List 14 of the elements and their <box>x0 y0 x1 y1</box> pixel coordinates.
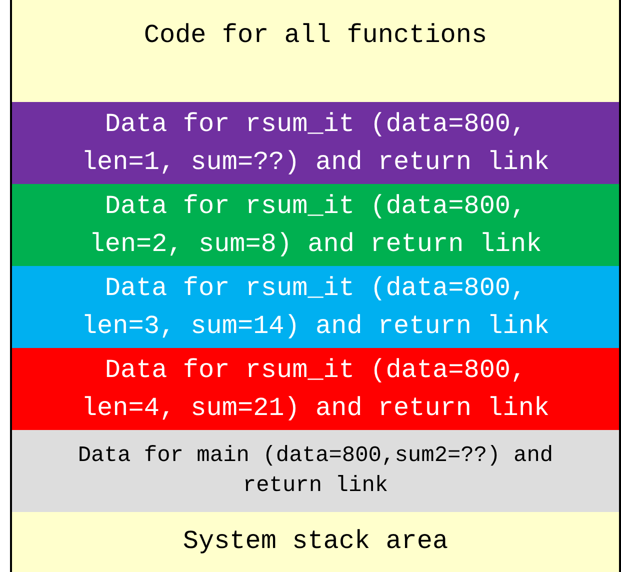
frame-label: Data for rsum_it (data=800, len=4, sum=21) and return link <box>80 354 551 425</box>
frame-label: Data for main (data=800,sum2=??) and return link <box>76 442 554 500</box>
stack-frame <box>10 430 621 514</box>
stack-frame <box>10 102 621 186</box>
stack-frame <box>10 266 621 350</box>
stack-area <box>10 512 621 572</box>
stack-frame <box>10 184 621 268</box>
code-segment <box>10 0 621 104</box>
frame-label: Code for all functions <box>144 19 488 52</box>
frame-label: Data for rsum_it (data=800, len=2, sum=8) and return link <box>88 190 543 261</box>
frame-label: System stack area <box>182 525 448 558</box>
frame-label: Data for rsum_it (data=800, len=3, sum=14) and return link <box>80 272 551 343</box>
frame-label: Data for rsum_it (data=800, len=1, sum=??) and return link <box>80 108 551 179</box>
stack-frame <box>10 348 621 432</box>
